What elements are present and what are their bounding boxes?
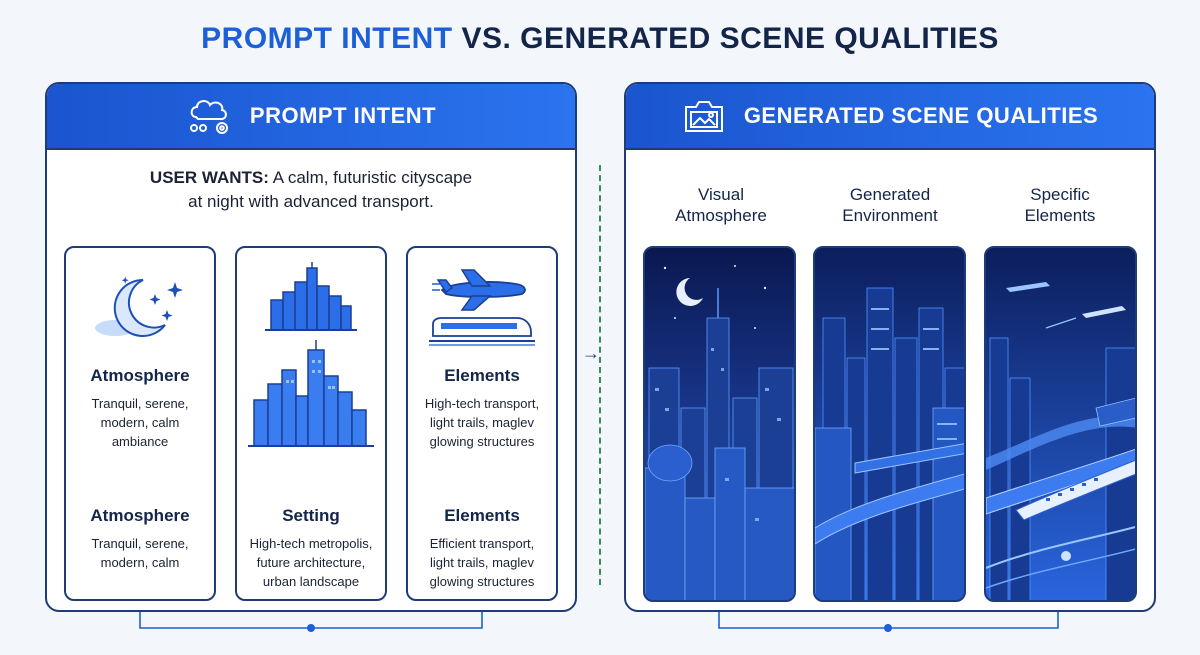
card-heading: Elements <box>444 366 520 385</box>
panel-divider <box>599 165 601 585</box>
arrow-right-icon: → <box>582 343 600 363</box>
page-title: PROMPT INTENT VS. GENERATED SCENE QUALIT… <box>0 22 1200 56</box>
card-text: High-tech transport, light trails, magle… <box>424 396 540 449</box>
column-label-specific-elements: Specific Elements <box>1024 185 1096 225</box>
setting-card: Setting High-tech metropolis, future arc… <box>235 246 387 601</box>
train-icon <box>408 314 556 348</box>
generated-environment-image <box>813 246 966 602</box>
elements-card: Elements High-tech transport, light trai… <box>406 246 558 601</box>
card-heading: Elements <box>444 506 520 525</box>
card-text: Efficient transport, light trails, magle… <box>429 536 535 589</box>
card-text: High-tech metropolis, future architectur… <box>249 536 373 589</box>
column-label-visual-atmosphere: Visual Atmosphere <box>675 185 767 225</box>
user-wants-label: USER WANTS: <box>149 168 269 187</box>
visual-atmosphere-image <box>643 246 796 602</box>
user-wants-line2: at night with advanced transport. <box>188 192 434 211</box>
atmosphere-card: Atmosphere Tranquil, serene, modern, cal… <box>64 246 216 601</box>
brain-cloud-icon <box>186 95 232 137</box>
prompt-intent-header: PROMPT INTENT <box>47 84 575 150</box>
prompt-intent-panel: PROMPT INTENT USER WANTS: A calm, futuri… <box>45 82 577 612</box>
generated-scene-panel: GENERATED SCENE QUALITIES Visual Atmosph… <box>624 82 1156 612</box>
specific-elements-image <box>984 246 1137 602</box>
card-heading: Atmosphere <box>90 366 190 385</box>
camera-image-icon <box>682 97 726 135</box>
generated-scene-title: GENERATED SCENE QUALITIES <box>743 103 1099 128</box>
title-part-prompt: PROMPT INTENT <box>201 22 453 55</box>
city-icon <box>237 340 385 450</box>
airplane-icon <box>408 266 556 314</box>
prompt-intent-title: PROMPT INTENT <box>249 103 437 128</box>
card-heading: Setting <box>282 506 340 525</box>
skyline-icon <box>237 262 385 332</box>
user-wants-text: USER WANTS: A calm, futuristic cityscape… <box>47 166 575 214</box>
card-text: Tranquil, serene, modern, calm ambiance <box>91 396 189 449</box>
user-wants-line1: A calm, futuristic cityscape <box>272 168 473 187</box>
moon-stars-icon <box>66 270 214 342</box>
card-heading: Atmosphere <box>90 506 190 525</box>
column-label-generated-environment: Generated Environment <box>842 185 938 225</box>
generated-scene-header: GENERATED SCENE QUALITIES <box>626 84 1154 150</box>
card-text: Tranquil, serene, modern, calm <box>91 536 189 570</box>
title-part-generated: VS. GENERATED SCENE QUALITIES <box>461 22 999 55</box>
